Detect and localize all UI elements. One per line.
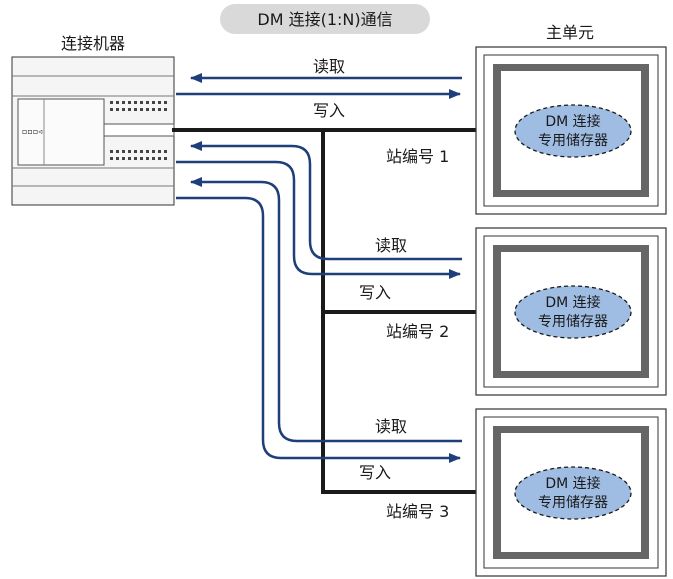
master-label: 主单元 [546,23,594,42]
master-unit-1: DM 连接 专用储存器 [475,46,667,215]
station-label-2: 站编号 2 [386,322,449,341]
connected-device: ▫▫▫◃ [11,56,175,206]
memory-line1-2: DM 连接 [545,294,600,311]
read-label-1: 读取 [313,57,345,76]
master-unit-2: DM 连接 专用储存器 [475,227,667,396]
read-arrow-3 [190,177,462,443]
write-arrow-3 [176,196,461,463]
read-arrow-2 [190,141,462,261]
read-label-2: 读取 [375,236,407,255]
master-unit-3: DM 连接 专用储存器 [475,408,667,577]
device-terminal-row-top [110,101,167,111]
device-terminal-row-bottom [110,150,167,160]
station-label-3: 站编号 3 [386,502,449,521]
station-label-1: 站编号 1 [386,147,449,166]
write-arrow-2 [176,160,461,279]
write-label-2: 写入 [359,283,391,302]
device-port-mark: ▫▫▫◃ [22,127,42,136]
write-label-3: 写入 [359,463,391,482]
read-label-3: 读取 [375,417,407,436]
memory-line2-1: 专用储存器 [538,133,608,149]
memory-line1-3: DM 连接 [545,475,600,492]
diagram-title: DM 连接(1:N)通信 [257,10,392,29]
device-label: 连接机器 [61,34,125,53]
memory-line1-1: DM 连接 [545,113,600,130]
title-badge: DM 连接(1:N)通信 [220,4,430,34]
data-flow-arrows [176,73,462,463]
memory-line2-2: 专用储存器 [538,314,608,330]
communication-bus [172,128,478,494]
write-label-1: 写入 [313,101,345,120]
memory-line2-3: 专用储存器 [538,495,608,511]
